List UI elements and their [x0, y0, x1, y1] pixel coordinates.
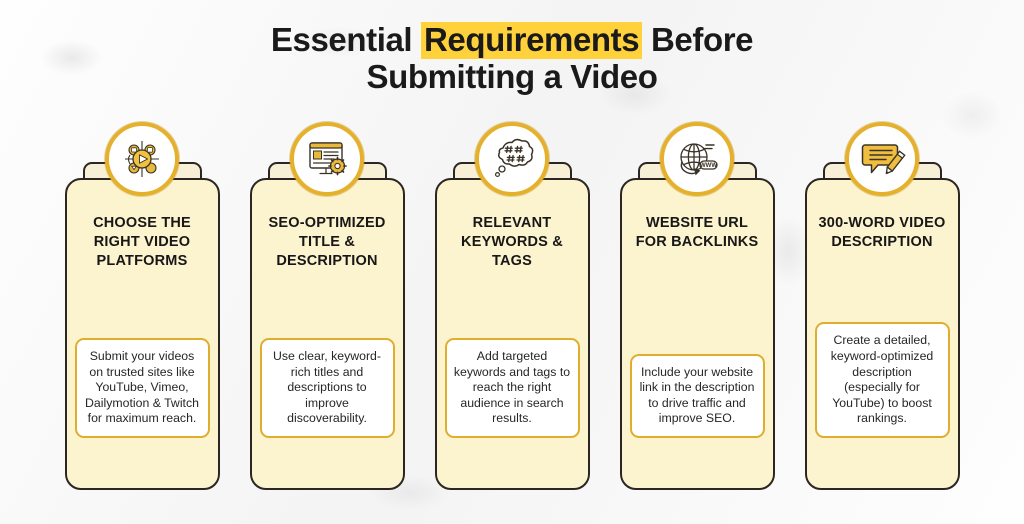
- requirement-card: SEO-OPTIMIZED TITLE & DESCRIPTION Use cl…: [249, 122, 405, 490]
- headline-line-2: Submitting a Video: [366, 57, 658, 95]
- webpage-gear-icon: [290, 122, 364, 196]
- card-body: CHOOSE THE RIGHT VIDEO PLATFORMS Submit …: [64, 178, 220, 490]
- hashtag-thought-bubble-icon: [475, 122, 549, 196]
- card-title: RELEVANT KEYWORDS & TAGS: [461, 215, 563, 270]
- card-title: CHOOSE THE RIGHT VIDEO PLATFORMS: [93, 215, 191, 270]
- card-note: Submit your videos on trusted sites like…: [74, 337, 210, 438]
- page-title: Essential Requirements Before Submitting…: [0, 22, 1024, 94]
- headline-text-after: Before: [642, 21, 754, 58]
- globe-www-icon: WWW: [660, 122, 734, 196]
- requirements-card-row: CHOOSE THE RIGHT VIDEO PLATFORMS Submit …: [0, 122, 1024, 494]
- requirement-card: WEBSITE URL FOR BACKLINKS Include your w…: [619, 122, 775, 490]
- card-body: WEBSITE URL FOR BACKLINKS Include your w…: [619, 178, 775, 490]
- headline-highlight: Requirements: [420, 22, 643, 59]
- card-body: RELEVANT KEYWORDS & TAGS Add targeted ke…: [434, 178, 590, 490]
- card-title: 300-WORD VIDEO DESCRIPTION: [818, 215, 946, 251]
- video-network-icon: [105, 122, 179, 196]
- svg-text:WWW: WWW: [700, 163, 717, 169]
- speech-bubble-pencil-icon: [845, 122, 919, 196]
- card-note: Add targeted keywords and tags to reach …: [444, 337, 580, 438]
- headline-line-1: Essential Requirements Before: [0, 22, 1024, 59]
- headline-text-before: Essential: [270, 21, 421, 58]
- card-note: Use clear, keyword-rich titles and descr…: [259, 337, 395, 438]
- requirement-card: CHOOSE THE RIGHT VIDEO PLATFORMS Submit …: [64, 122, 220, 490]
- card-title: WEBSITE URL FOR BACKLINKS: [635, 215, 759, 251]
- card-body: 300-WORD VIDEO DESCRIPTION Create a deta…: [804, 178, 960, 490]
- requirement-card: 300-WORD VIDEO DESCRIPTION Create a deta…: [804, 122, 960, 490]
- card-title: SEO-OPTIMIZED TITLE & DESCRIPTION: [268, 215, 386, 270]
- requirement-card: RELEVANT KEYWORDS & TAGS Add targeted ke…: [434, 122, 590, 490]
- card-body: SEO-OPTIMIZED TITLE & DESCRIPTION Use cl…: [249, 178, 405, 490]
- card-note: Create a detailed, keyword-optimized des…: [814, 322, 950, 438]
- card-note: Include your website link in the descrip…: [629, 353, 765, 438]
